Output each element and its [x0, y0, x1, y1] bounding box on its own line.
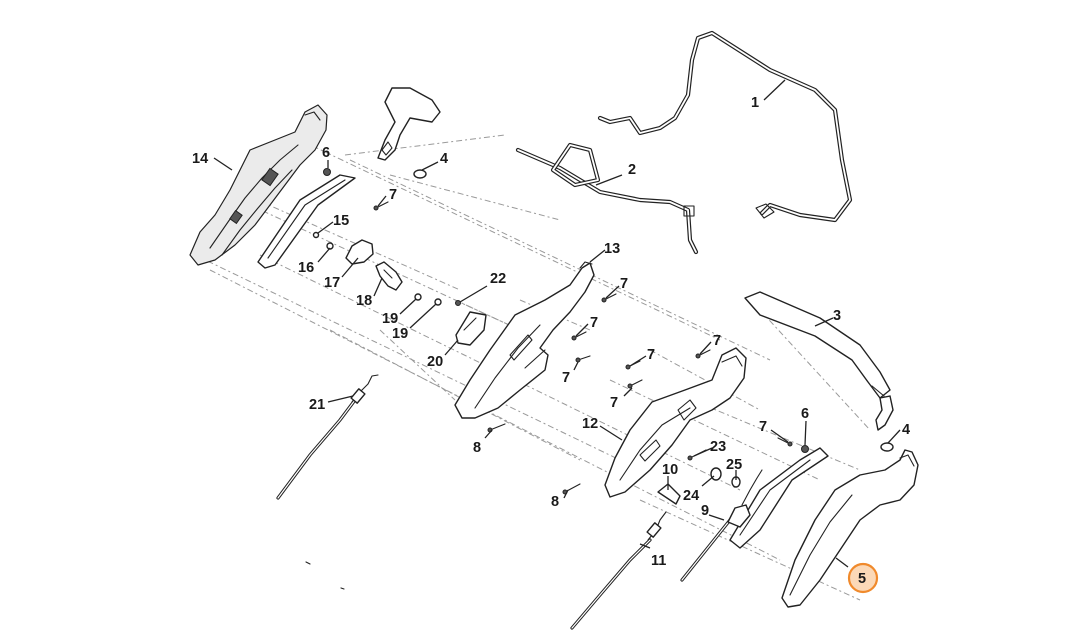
callout-7-f[interactable]: 7 — [562, 370, 570, 386]
callout-19-b[interactable]: 19 — [392, 326, 408, 342]
callout-8-right[interactable]: 8 — [551, 494, 559, 510]
part-18-adjuster[interactable] — [375, 261, 403, 291]
callout-2[interactable]: 2 — [628, 162, 636, 178]
callout-22[interactable]: 22 — [490, 271, 506, 287]
part-4-cap-left[interactable] — [413, 169, 427, 179]
part-10-lever[interactable] — [657, 483, 681, 505]
part-12-right-lower-cover[interactable] — [604, 347, 747, 498]
callout-18[interactable]: 18 — [356, 293, 372, 309]
part-2-control-rod[interactable] — [515, 142, 699, 255]
callout-21[interactable]: 21 — [309, 397, 325, 413]
callout-15[interactable]: 15 — [333, 213, 349, 229]
part-24-spacer[interactable] — [710, 467, 722, 481]
stray-marks — [305, 561, 345, 590]
screw-7f[interactable] — [627, 379, 643, 389]
callout-17[interactable]: 17 — [324, 275, 340, 291]
part-11-cable[interactable] — [570, 511, 667, 630]
leader-lines — [213, 79, 901, 568]
callout-7-g[interactable]: 7 — [610, 395, 618, 411]
callout-25[interactable]: 25 — [726, 457, 742, 473]
callout-5[interactable]: 5 — [858, 571, 866, 587]
callout-23[interactable]: 23 — [710, 439, 726, 455]
callout-7-e[interactable]: 7 — [713, 333, 721, 349]
part-19-washer-a[interactable] — [414, 293, 422, 301]
callout-11[interactable]: 11 — [651, 553, 666, 569]
part-9-cable[interactable] — [680, 469, 763, 582]
part-4-cap-right[interactable] — [880, 442, 894, 452]
part-3-foam-grip[interactable] — [744, 291, 894, 431]
part-7-screws — [373, 201, 793, 447]
callout-20[interactable]: 20 — [427, 354, 443, 370]
callout-3[interactable]: 3 — [833, 308, 841, 324]
part-6-nut-left[interactable] — [323, 168, 331, 176]
screw-7c[interactable] — [571, 331, 587, 341]
callout-16[interactable]: 16 — [298, 260, 314, 276]
callout-14[interactable]: 14 — [192, 151, 208, 167]
part-1-handle-bail[interactable] — [597, 30, 853, 223]
callout-7-h[interactable]: 7 — [759, 419, 767, 435]
callout-24[interactable]: 24 — [683, 488, 699, 504]
part-13-left-lower-cover[interactable] — [454, 261, 595, 419]
screw-7e[interactable] — [625, 360, 641, 370]
part-6-nut-right[interactable] — [801, 445, 809, 453]
callout-1[interactable]: 1 — [751, 95, 759, 111]
part-14-left-handle-shell[interactable] — [189, 104, 328, 266]
screw-7a[interactable] — [373, 201, 389, 211]
callout-13[interactable]: 13 — [604, 241, 620, 257]
callout-7-c[interactable]: 7 — [590, 315, 598, 331]
callout-6-left[interactable]: 6 — [322, 145, 330, 161]
part-5-right-handle-shell[interactable] — [781, 449, 919, 608]
left-handle-bracket — [257, 174, 356, 269]
callout-4-left[interactable]: 4 — [440, 151, 448, 167]
callout-6-right[interactable]: 6 — [801, 406, 809, 422]
callout-4-right[interactable]: 4 — [902, 422, 910, 438]
highlight-circle-5[interactable] — [847, 562, 879, 594]
callout-labels: 1 2 3 4 4 5 6 6 7 7 7 7 7 7 7 7 7 8 8 9 … — [192, 95, 910, 587]
screw-7g[interactable] — [695, 349, 711, 359]
screw-8b[interactable] — [562, 483, 581, 495]
screw-7b[interactable] — [601, 293, 617, 303]
callout-7-a[interactable]: 7 — [389, 187, 397, 203]
callout-19-a[interactable]: 19 — [382, 311, 398, 327]
part-15-washer[interactable] — [312, 231, 320, 239]
screw-7h[interactable] — [777, 437, 793, 447]
part-19-washer-b[interactable] — [434, 298, 442, 306]
part-22-screw[interactable] — [455, 300, 461, 306]
callout-12[interactable]: 12 — [582, 416, 598, 432]
part-21-cable[interactable] — [276, 374, 379, 500]
screw-7d[interactable] — [575, 355, 591, 363]
part-20-clip[interactable] — [455, 311, 487, 346]
part-16-washer[interactable] — [326, 242, 334, 250]
right-handle-bracket — [729, 447, 829, 549]
upper-left-grip — [377, 87, 441, 161]
callout-7-b[interactable]: 7 — [620, 276, 628, 292]
assembly-guide-lines — [194, 134, 871, 601]
callout-8-left[interactable]: 8 — [473, 440, 481, 456]
callout-9[interactable]: 9 — [701, 503, 709, 519]
callout-7-d[interactable]: 7 — [647, 347, 655, 363]
callout-10[interactable]: 10 — [662, 462, 678, 478]
